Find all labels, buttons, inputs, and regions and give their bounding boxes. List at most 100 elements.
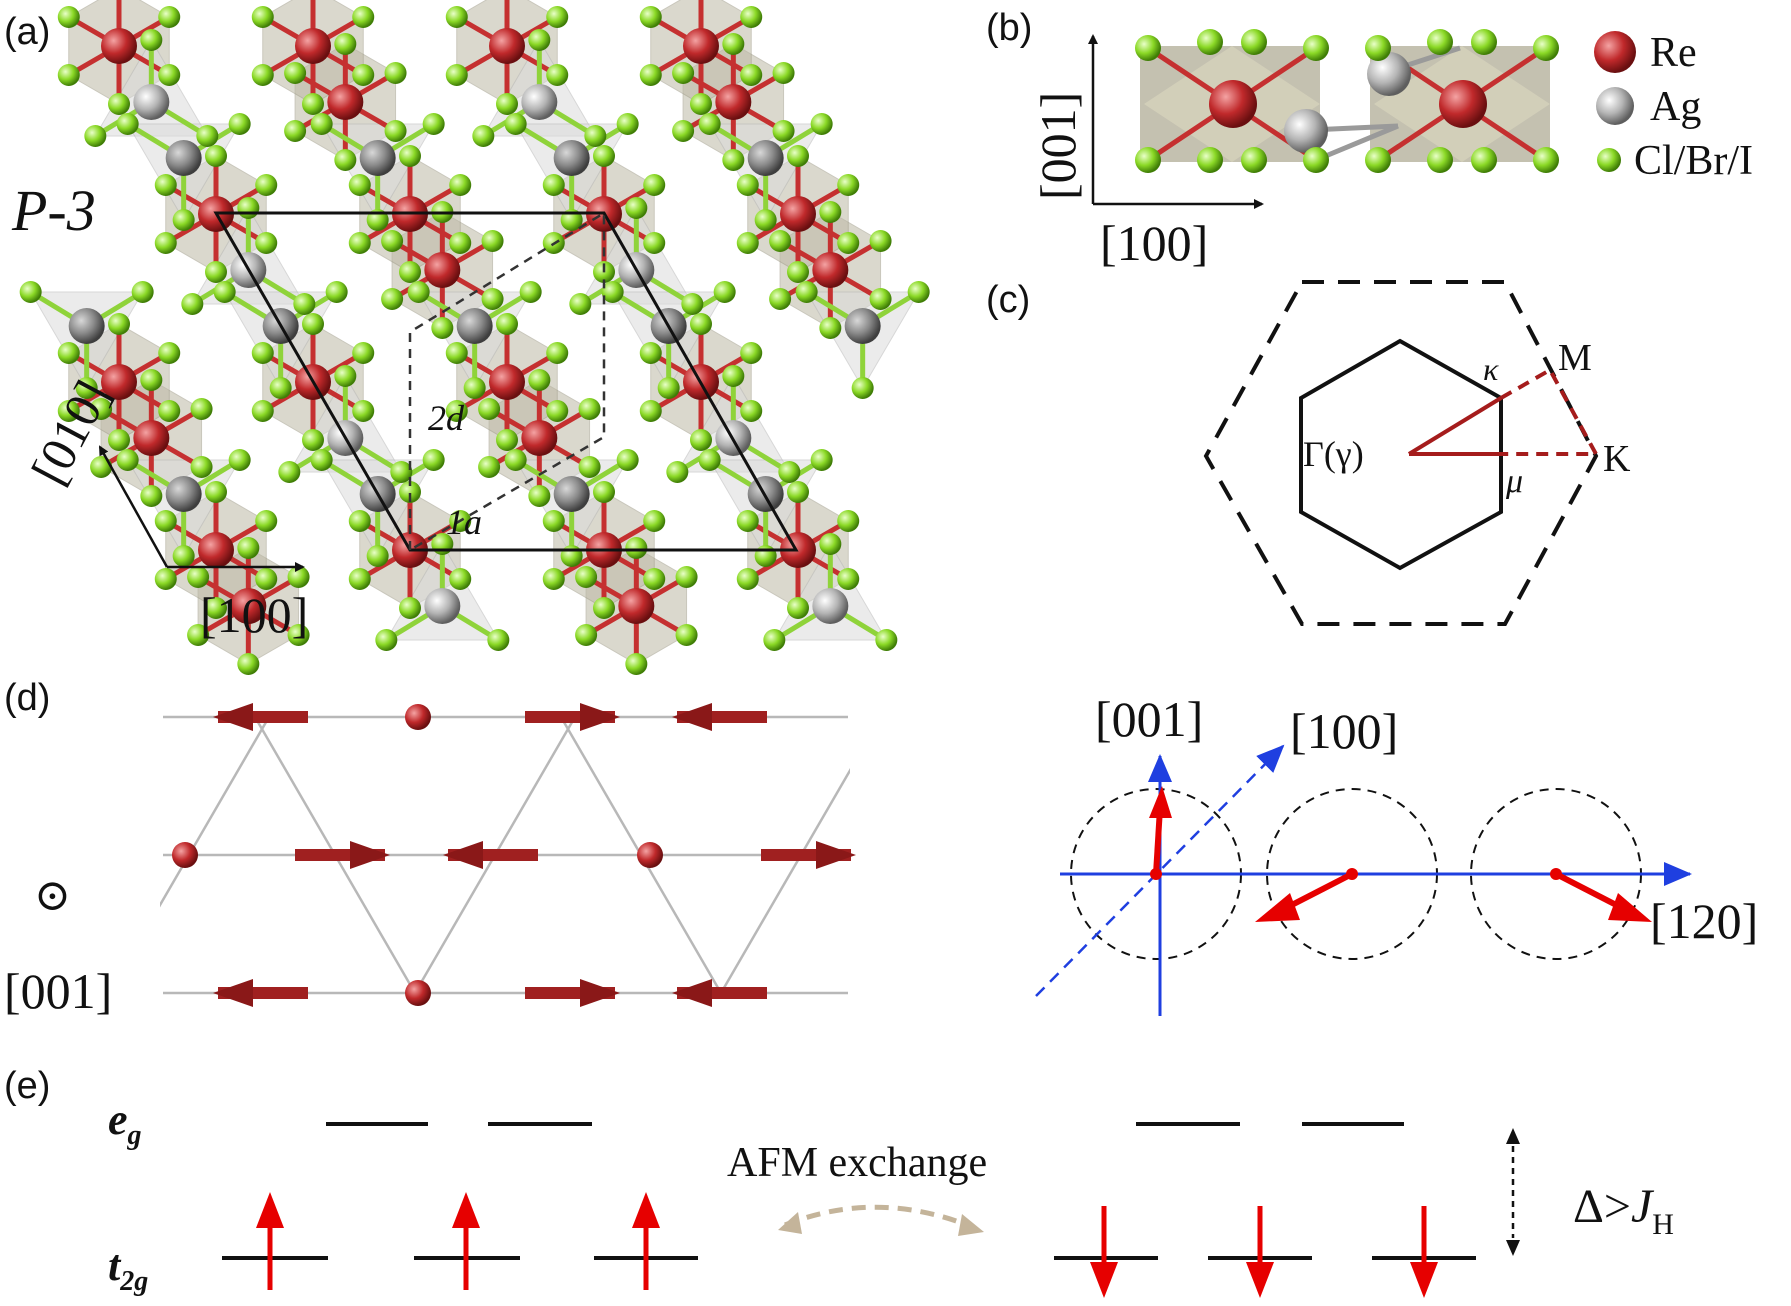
spin-left — [672, 979, 767, 1007]
ag-atom — [844, 308, 881, 344]
halide-atom — [84, 125, 107, 147]
halide-atom — [819, 317, 842, 339]
panel-b: (b) [001] [100] — [986, 7, 1753, 271]
halide-atom — [237, 653, 260, 675]
halide-atom — [237, 537, 260, 559]
halide-atom — [75, 377, 98, 399]
panel-label-a: (a) — [4, 11, 50, 53]
halide-atom — [381, 230, 404, 252]
halide-atom — [384, 62, 407, 84]
halide-atom — [740, 400, 763, 422]
k-path-solid — [1407, 396, 1503, 456]
halide-atom — [19, 281, 42, 303]
halide-atom — [348, 568, 371, 590]
ag-atom — [553, 476, 590, 512]
halide-atom — [348, 510, 371, 532]
panel-label-e: (e) — [4, 1065, 50, 1107]
halide-atom — [116, 449, 139, 471]
halide-atom — [154, 510, 177, 532]
halide-atom — [616, 449, 639, 471]
ag-atom — [359, 140, 396, 176]
halide-atom — [639, 6, 662, 28]
halide-atom — [90, 398, 113, 420]
halide-atom — [237, 197, 260, 219]
re-atom — [230, 588, 267, 624]
re-atom — [101, 364, 137, 400]
halide-atom — [837, 232, 860, 254]
halide-atom — [57, 64, 80, 86]
spin-down-arrow — [1246, 1206, 1274, 1298]
panel-label-b: (b) — [986, 7, 1032, 49]
halide-atom — [675, 566, 698, 588]
halide-atom — [57, 400, 80, 422]
lattice-line — [867, 717, 1027, 993]
halide-atom — [449, 232, 472, 254]
halide-atom — [722, 149, 745, 171]
halide-atom — [769, 230, 792, 252]
halide-atom — [172, 545, 195, 567]
halide-atom — [736, 510, 759, 532]
halide-atom — [772, 120, 795, 142]
halide-atom — [187, 624, 210, 646]
halide-atom — [302, 429, 324, 451]
halide-atom — [431, 317, 454, 339]
spin-right — [525, 979, 620, 1007]
halide-atom — [399, 481, 421, 503]
halide-atom — [504, 449, 527, 471]
re-atom — [1439, 80, 1487, 128]
halide-atom — [445, 342, 468, 364]
spin-out-of-plane — [637, 842, 663, 868]
halide-atom — [578, 456, 601, 478]
halide-atom — [675, 624, 698, 646]
t2g-label: t2g — [108, 1241, 148, 1297]
ag-atom — [165, 140, 202, 176]
re-atom — [133, 420, 170, 456]
halide-atom — [481, 288, 504, 310]
halide-atom — [310, 449, 333, 471]
legend-ag-swatch — [1596, 87, 1634, 125]
halide-atom — [754, 545, 777, 567]
halide-atom — [681, 293, 704, 315]
halide-atom — [90, 456, 113, 478]
halide-atom — [754, 209, 777, 231]
halide-atom — [352, 6, 375, 28]
halide-atom — [690, 429, 712, 451]
halide-atom — [672, 120, 695, 142]
halide-atom — [778, 461, 801, 483]
re-atom — [489, 28, 525, 64]
halide-atom — [772, 62, 795, 84]
halide-atom — [255, 174, 278, 196]
halide-atom — [542, 174, 565, 196]
halide-atom — [422, 113, 445, 135]
halide-atom — [528, 485, 551, 507]
halide-atom — [666, 461, 689, 483]
halide-atom — [348, 174, 371, 196]
halide-atom — [736, 232, 759, 254]
halide-atom — [407, 281, 430, 303]
spin-up-arrow — [256, 1192, 284, 1290]
halide-atom — [449, 174, 472, 196]
halide-atom — [722, 33, 745, 55]
halide-atom — [154, 174, 177, 196]
halide-atom — [740, 64, 763, 86]
halide-atom — [228, 449, 251, 471]
spin-right — [525, 703, 620, 731]
lattice-line — [0, 717, 109, 993]
halide-atom — [213, 281, 236, 303]
halide-atom — [302, 93, 324, 115]
halide-atom — [639, 64, 662, 86]
halide-atom — [643, 510, 666, 532]
halide-atom — [690, 313, 712, 335]
halide-atom — [736, 568, 759, 590]
halide-atom — [787, 145, 809, 167]
halide-atom — [399, 597, 421, 619]
halide-atom — [108, 313, 130, 335]
K-label: K — [1603, 438, 1631, 480]
halide-atom — [542, 568, 565, 590]
axis-100-label-b: [100] — [1100, 215, 1208, 271]
halide-atom — [593, 481, 615, 503]
halide-atom — [795, 281, 818, 303]
outer-brillouin-zone — [1203, 280, 1599, 626]
axis-001-label-d: [001] — [1095, 691, 1203, 747]
halide-atom — [907, 281, 930, 303]
